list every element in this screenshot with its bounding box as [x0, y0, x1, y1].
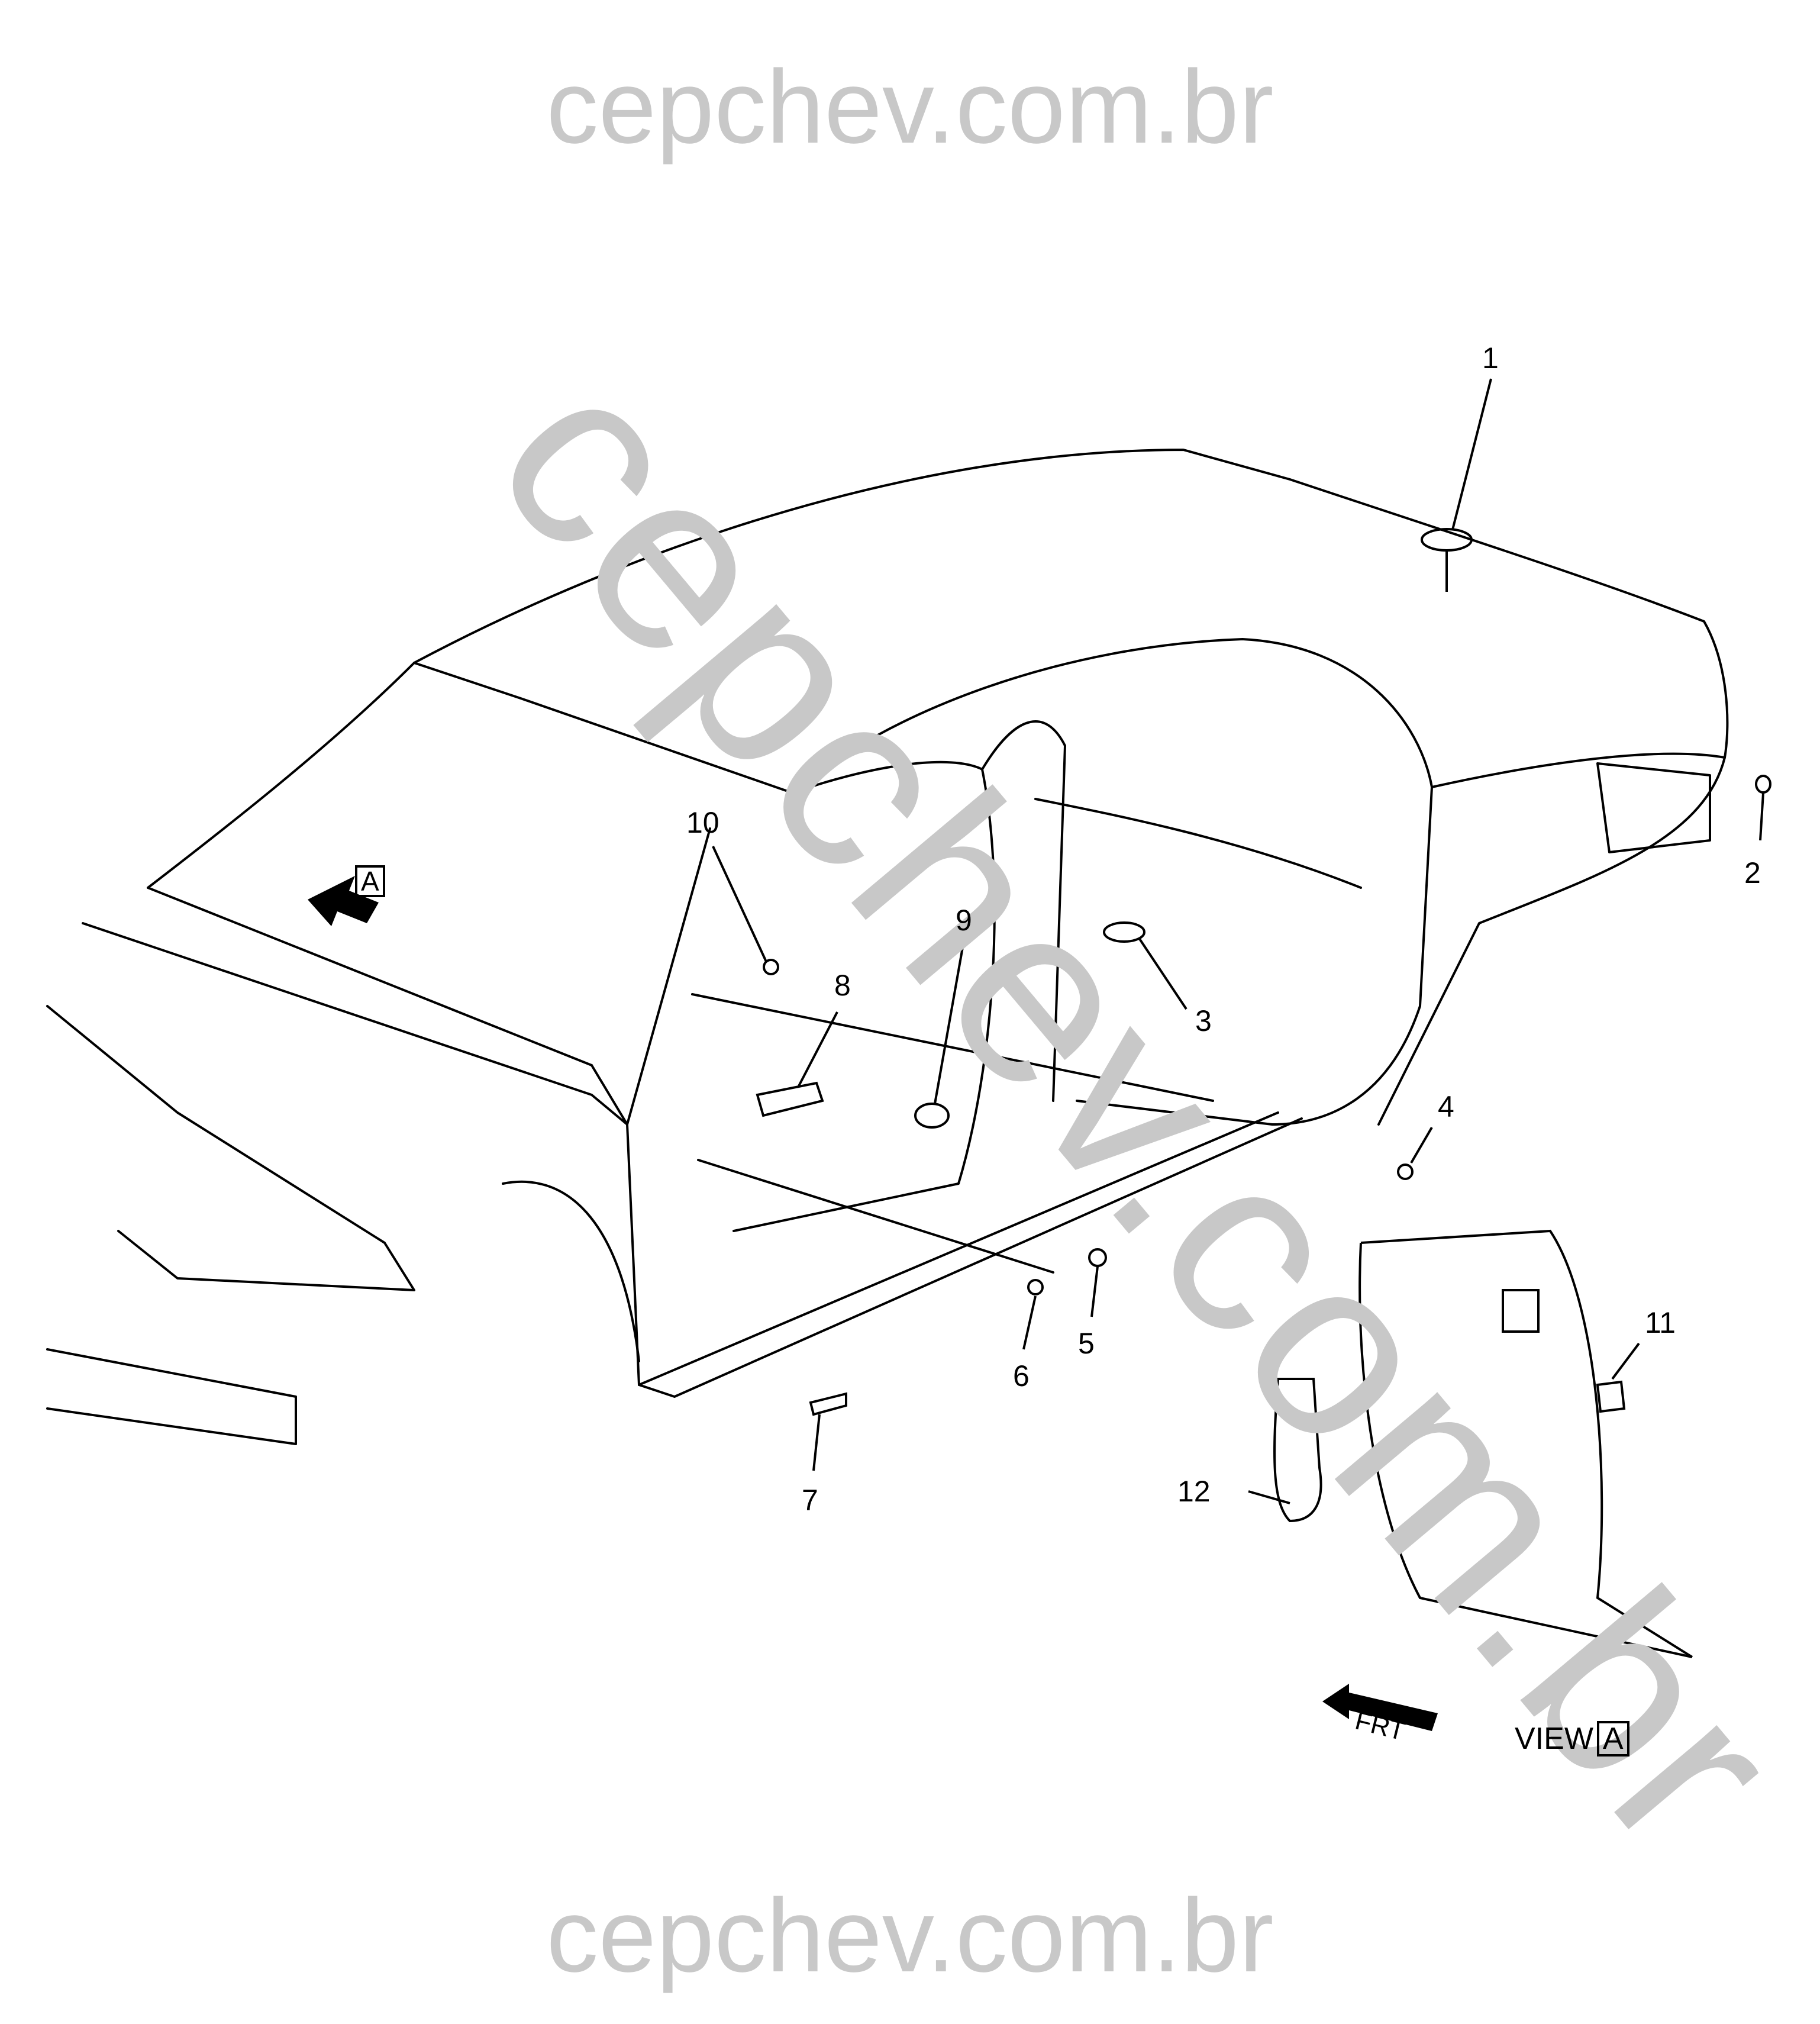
callout-6: 6 — [1013, 1359, 1030, 1393]
rear-lamp-pocket — [1596, 762, 1711, 853]
leader-7 — [812, 1414, 821, 1471]
view-label-letter: A — [1596, 1721, 1629, 1757]
view-a-arrow-icon — [308, 876, 379, 926]
part-5-plug — [1088, 1248, 1107, 1267]
front-rail — [46, 1005, 415, 1291]
leader-9 — [934, 943, 964, 1104]
front-cowl — [82, 922, 628, 1126]
leader-4 — [1410, 1126, 1433, 1164]
leader-8 — [798, 1011, 838, 1087]
part-3-plug — [1103, 921, 1145, 943]
callout-10: 10 — [686, 806, 719, 839]
a-pillar — [590, 827, 711, 1126]
callout-4: 4 — [1438, 1090, 1454, 1123]
leader-11 — [1611, 1342, 1640, 1380]
leader-5 — [1090, 1266, 1099, 1317]
windshield-left — [147, 662, 415, 889]
leader-1 — [1451, 378, 1492, 530]
b-pillar — [981, 720, 1066, 1102]
part-8-plug — [756, 1081, 824, 1117]
front-wheelhouse — [502, 1180, 640, 1362]
leader-3 — [1138, 937, 1187, 1010]
view-a-small-hole — [1502, 1289, 1540, 1333]
front-arrow-icon — [1322, 1684, 1438, 1731]
part-7-plug — [809, 1392, 847, 1416]
windshield-lower — [147, 887, 593, 1066]
callout-3: 3 — [1195, 1004, 1212, 1037]
front-door-opening — [732, 760, 996, 1232]
callout-1: 1 — [1482, 341, 1499, 375]
view-label-text: VIEW — [1515, 1722, 1593, 1756]
callout-11: 11 — [1645, 1306, 1676, 1339]
callout-2: 2 — [1744, 856, 1761, 889]
part-9-plug — [914, 1103, 950, 1129]
roof-front-edge — [413, 662, 794, 794]
part-6-plug — [1027, 1279, 1044, 1295]
view-a-detail — [1358, 1229, 1693, 1658]
floor-pan — [691, 993, 1214, 1274]
watermark-bottom: cepchev.com.br — [546, 1878, 1274, 1994]
rear-seat-pan — [1034, 798, 1362, 889]
rear-door-opening — [792, 638, 1433, 1126]
callout-7: 7 — [802, 1484, 818, 1517]
leader-10 — [712, 846, 767, 962]
part-11-plug — [1596, 1380, 1626, 1413]
part-10-plug — [763, 959, 779, 975]
front-bumper-beam — [46, 1348, 297, 1445]
leader-2 — [1759, 792, 1764, 841]
quarter-panel — [1377, 752, 1726, 1126]
callout-8: 8 — [834, 969, 851, 1002]
leader-12 — [1248, 1490, 1290, 1504]
rocker-sill-lower — [638, 1117, 1303, 1398]
watermark-top: cepchev.com.br — [546, 49, 1274, 165]
part-2-plug — [1755, 775, 1771, 794]
callout-12: 12 — [1177, 1475, 1211, 1508]
view-a-marker: A — [355, 865, 385, 897]
roof-outline — [413, 449, 1729, 759]
callout-9: 9 — [956, 904, 972, 937]
part-12-seal — [1273, 1378, 1322, 1523]
callout-5: 5 — [1078, 1327, 1095, 1360]
leader-6 — [1022, 1295, 1037, 1350]
part-4-plug — [1397, 1164, 1414, 1180]
